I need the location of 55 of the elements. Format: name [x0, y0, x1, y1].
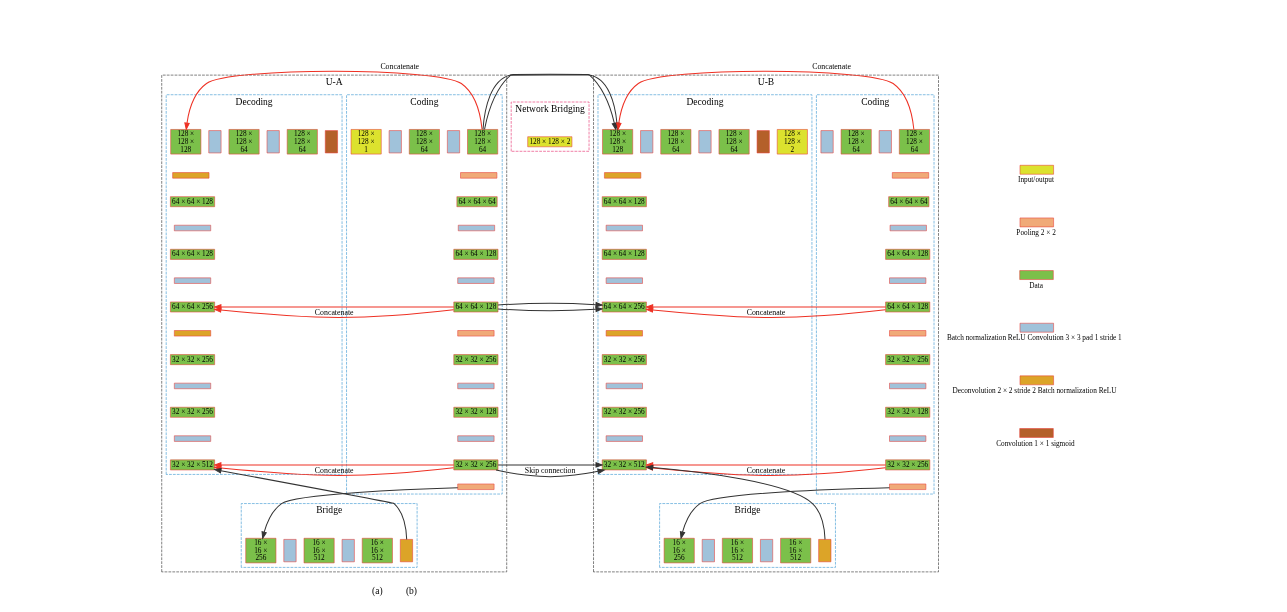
arrow — [184, 70, 483, 131]
node-bar — [889, 483, 927, 490]
node-bar — [605, 224, 643, 232]
node-bar — [820, 130, 834, 154]
node-bar — [457, 330, 495, 337]
node-bar — [604, 172, 642, 179]
node-bar — [172, 172, 210, 179]
edge-label: Skip connection — [524, 465, 576, 475]
node-bar — [457, 435, 495, 442]
node-bar — [889, 435, 927, 442]
edge-label: Concatenate — [746, 465, 786, 475]
node-bar — [341, 539, 355, 563]
node-bar — [283, 539, 297, 563]
node-bar — [701, 539, 715, 563]
node-bar — [605, 277, 643, 284]
label: (b) — [405, 585, 418, 596]
arrow — [679, 487, 890, 540]
arrow — [497, 301, 604, 313]
node-bar — [174, 224, 211, 232]
node-bar — [698, 130, 712, 154]
node-bar — [324, 130, 338, 154]
edge-label: Concatenate — [746, 307, 786, 317]
node-bar — [174, 382, 211, 390]
arrow — [261, 487, 459, 540]
node-bar — [605, 435, 643, 442]
node-bar — [760, 539, 773, 563]
node-bar — [174, 435, 211, 442]
arrow — [213, 468, 408, 540]
node-bar — [889, 330, 927, 337]
node-bar — [208, 130, 222, 154]
node-bar — [400, 539, 413, 563]
arrow — [495, 462, 606, 478]
node-bar — [889, 224, 927, 232]
node-bar — [457, 483, 495, 490]
node-bar — [458, 224, 495, 232]
node-bar — [640, 130, 654, 154]
edge-label: Concatenate — [812, 61, 851, 71]
node-bar — [174, 330, 211, 337]
node-bar — [892, 172, 929, 179]
edge-label: Concatenate — [380, 61, 420, 71]
node-bar — [605, 330, 643, 337]
node-bar — [605, 382, 643, 390]
node-bar — [878, 130, 892, 154]
node-bar — [889, 382, 927, 390]
node-bar — [174, 277, 211, 284]
node-bar — [447, 130, 460, 154]
node-bar — [889, 277, 927, 284]
node-bar — [818, 539, 832, 563]
node-bar — [457, 382, 495, 390]
node-bar — [756, 130, 770, 154]
node-bar — [266, 130, 280, 154]
node-bar — [460, 172, 498, 179]
label: (a) — [372, 585, 383, 596]
node-bar — [388, 130, 402, 154]
node-bar — [457, 277, 495, 284]
